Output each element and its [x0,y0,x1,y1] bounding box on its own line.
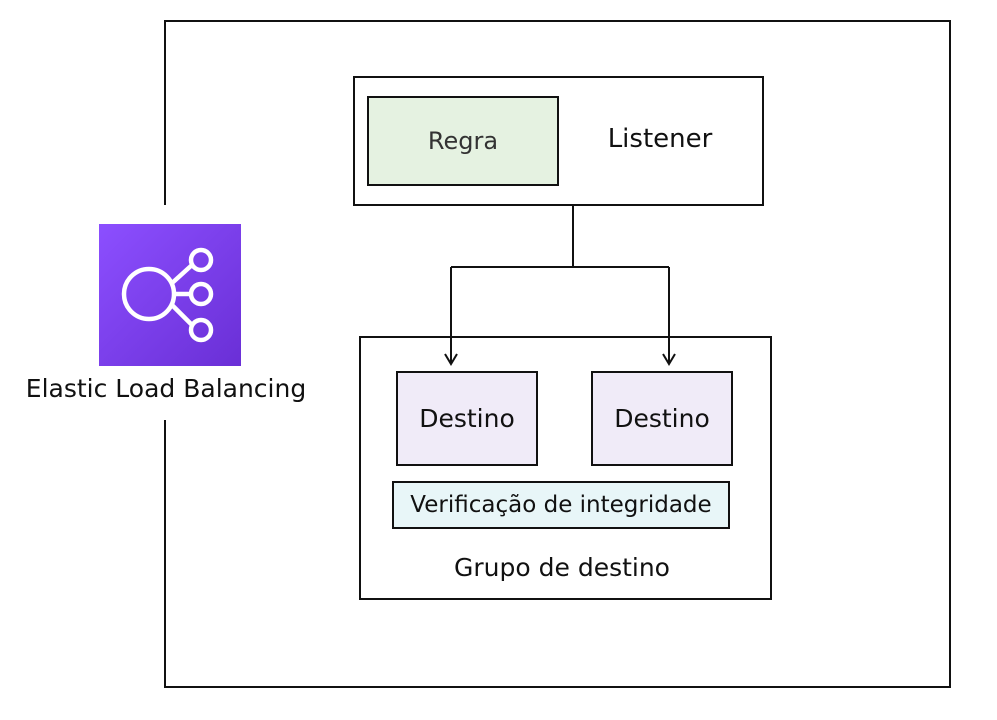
target-group-box [359,336,772,600]
elastic-load-balancing-icon [99,224,241,366]
target-label: Destino [419,404,515,433]
health-check-box: Verificação de integridade [392,481,730,529]
elb-label: Elastic Load Balancing [25,374,307,403]
rule-label: Regra [427,127,499,155]
listener-label: Listener [607,124,713,154]
target-box: Destino [396,371,538,466]
rule-box: Regra [367,96,559,186]
target-group-label: Grupo de destino [454,553,670,582]
target-label: Destino [614,404,710,433]
target-box: Destino [591,371,733,466]
health-check-label: Verificação de integridade [410,492,712,518]
listener-box [353,76,764,206]
